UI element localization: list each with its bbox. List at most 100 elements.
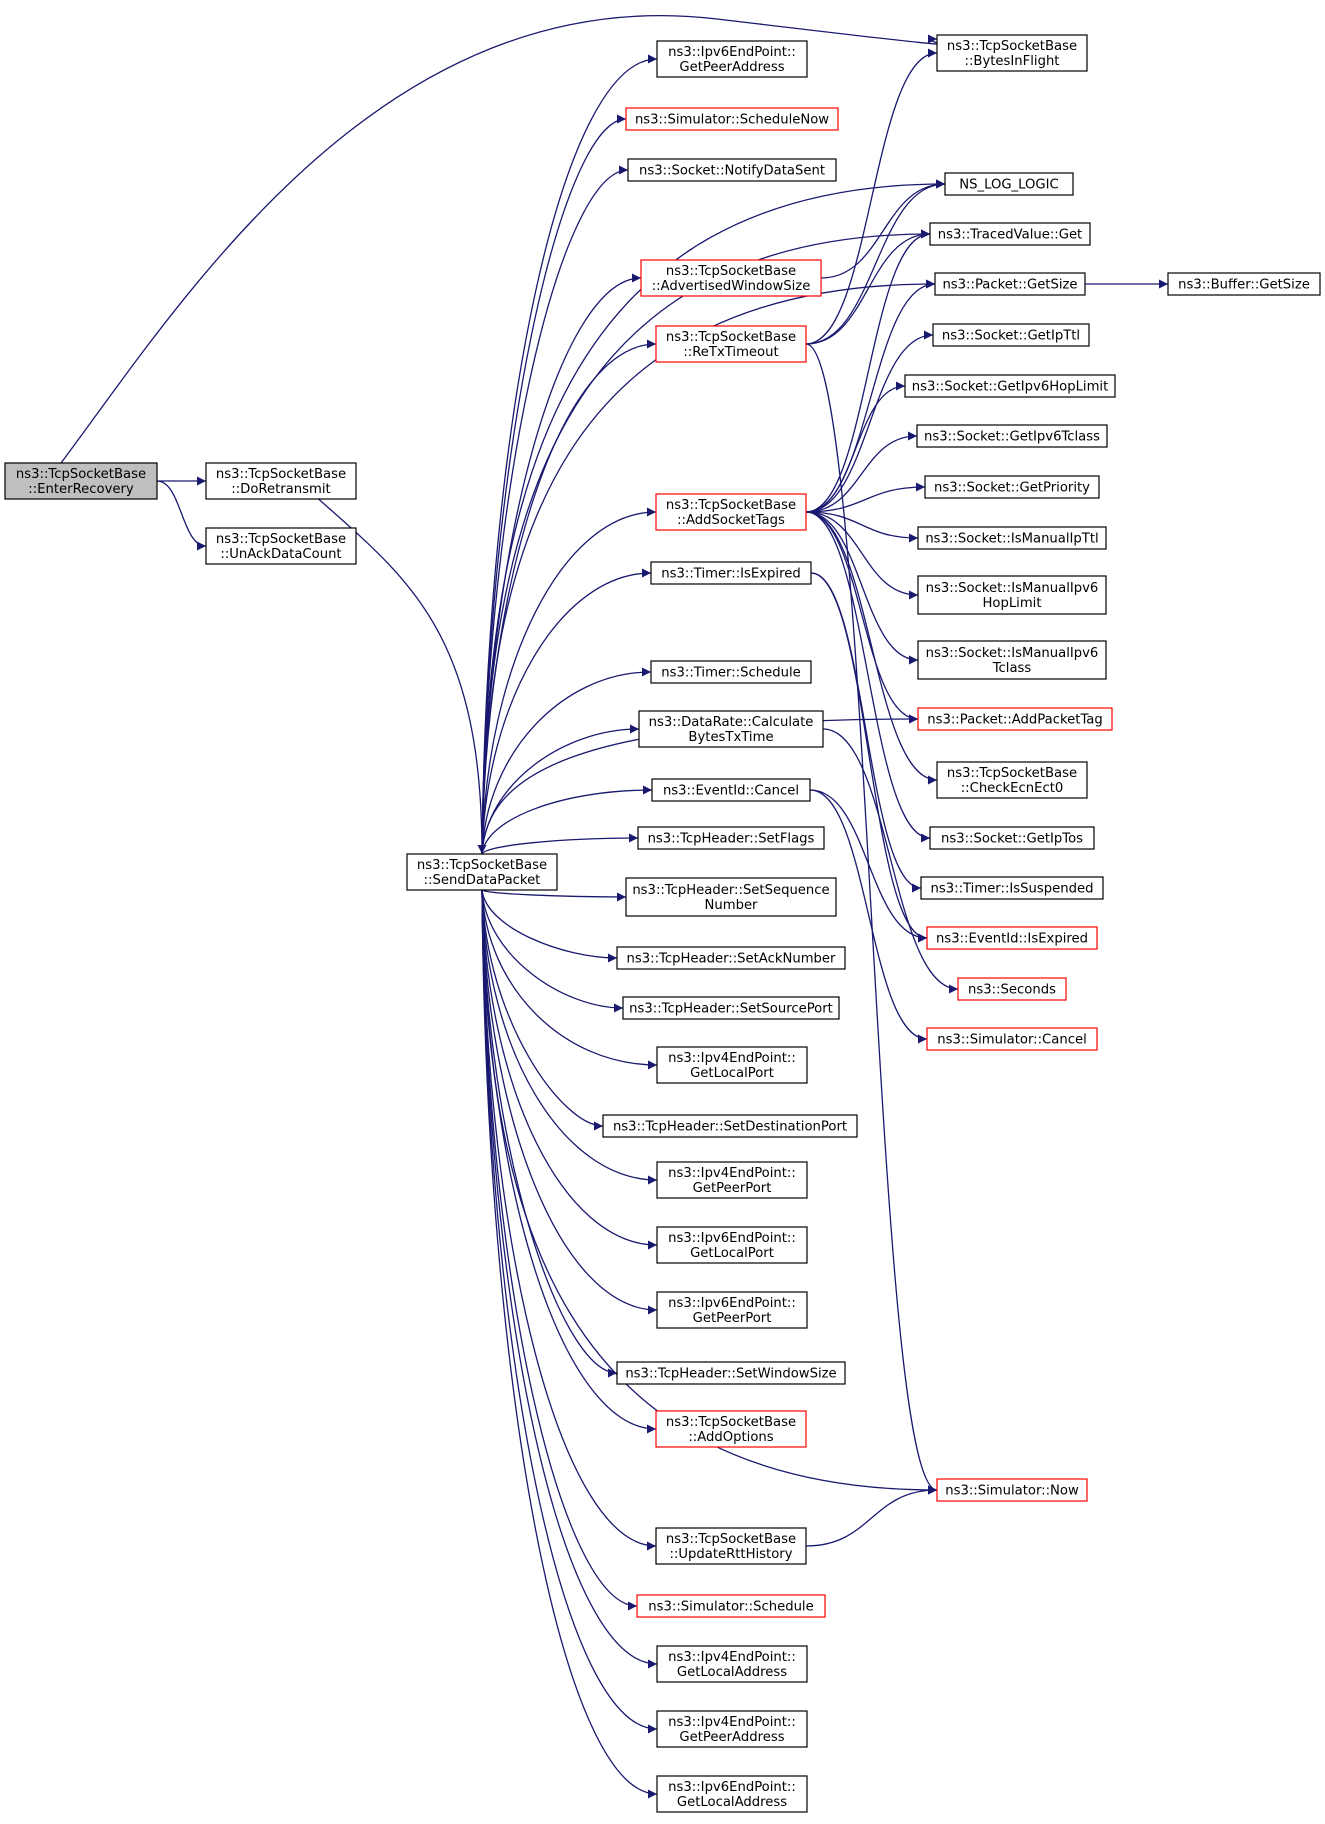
node-add-socket-tags[interactable]: ns3::TcpSocketBase::AddSocketTags bbox=[655, 493, 807, 531]
node-box bbox=[406, 853, 558, 891]
node-un-ack-data-count[interactable]: ns3::TcpSocketBase::UnAckDataCount bbox=[205, 527, 357, 565]
node-label: ns3::Socket::GetIpTos bbox=[941, 832, 1083, 847]
edge-send-data-packet-to-update-rtt-history bbox=[481, 889, 657, 1551]
edge-enter-recovery-to-bytes-in-flight bbox=[60, 15, 940, 464]
node-box bbox=[656, 1710, 808, 1748]
node-check-ecn-ect0[interactable]: ns3::TcpSocketBase::CheckEcnEct0 bbox=[936, 761, 1088, 799]
node-timer-is-expired[interactable]: ns3::Timer::IsExpired bbox=[650, 561, 812, 585]
node-set-flags[interactable]: ns3::TcpHeader::SetFlags bbox=[637, 826, 825, 850]
node-box bbox=[936, 1478, 1088, 1502]
node-box bbox=[904, 374, 1116, 398]
node-label: ns3::TcpHeader::SetDestinationPort bbox=[613, 1120, 847, 1135]
node-is-manual-ip-ttl[interactable]: ns3::Socket::IsManualIpTtl bbox=[917, 526, 1107, 550]
node-get-ip-ttl[interactable]: ns3::Socket::GetIpTtl bbox=[932, 323, 1090, 347]
node-ipv6-get-peer-port[interactable]: ns3::Ipv6EndPoint::GetPeerPort bbox=[656, 1291, 808, 1329]
node-box bbox=[957, 977, 1067, 1001]
node-ipv4-get-peer-port[interactable]: ns3::Ipv4EndPoint::GetPeerPort bbox=[656, 1161, 808, 1199]
node-set-source-port[interactable]: ns3::TcpHeader::SetSourcePort bbox=[622, 996, 840, 1020]
node-label: ns3::Packet::AddPacketTag bbox=[927, 713, 1103, 728]
node-ipv6-get-peer-address[interactable]: ns3::Ipv6EndPoint::GetPeerAddress bbox=[656, 40, 808, 78]
edge-send-data-packet-to-set-sequence-number bbox=[481, 889, 627, 902]
edge-send-data-packet-to-ipv4-get-local-port bbox=[481, 889, 658, 1070]
node-box bbox=[926, 926, 1098, 950]
node-ipv6-get-local-address[interactable]: ns3::Ipv6EndPoint::GetLocalAddress bbox=[656, 1775, 808, 1813]
node-update-rtt-history[interactable]: ns3::TcpSocketBase::UpdateRttHistory bbox=[655, 1527, 807, 1565]
node-label: ns3::TcpSocketBase bbox=[947, 766, 1077, 781]
node-simulator-cancel[interactable]: ns3::Simulator::Cancel bbox=[926, 1027, 1098, 1051]
node-label: ns3::Socket::IsManualIpv6 bbox=[926, 581, 1099, 596]
node-box bbox=[656, 1226, 808, 1264]
node-label: ns3::Seconds bbox=[968, 983, 1056, 998]
node-re-tx-timeout[interactable]: ns3::TcpSocketBase::ReTxTimeout bbox=[655, 325, 807, 363]
node-timer-is-suspended[interactable]: ns3::Timer::IsSuspended bbox=[920, 876, 1104, 900]
node-traced-value-get[interactable]: ns3::TracedValue::Get bbox=[929, 222, 1091, 246]
node-event-id-cancel[interactable]: ns3::EventId::Cancel bbox=[651, 778, 811, 802]
node-ipv6-get-local-port[interactable]: ns3::Ipv6EndPoint::GetLocalPort bbox=[656, 1226, 808, 1264]
node-box bbox=[936, 34, 1088, 72]
node-label: ns3::TcpHeader::SetWindowSize bbox=[625, 1367, 836, 1382]
node-box bbox=[655, 1410, 807, 1448]
node-schedule-now[interactable]: ns3::Simulator::ScheduleNow bbox=[625, 107, 839, 131]
node-get-priority[interactable]: ns3::Socket::GetPriority bbox=[924, 475, 1100, 499]
edge-send-data-packet-to-schedule-now bbox=[481, 114, 627, 855]
node-label: ::CheckEcnEct0 bbox=[961, 781, 1064, 796]
node-label: ns3::Socket::GetPriority bbox=[934, 481, 1090, 496]
node-box bbox=[934, 272, 1086, 296]
node-simulator-schedule[interactable]: ns3::Simulator::Schedule bbox=[636, 1594, 826, 1618]
edge-add-socket-tags-to-is-manual-ipv6-hop-limit bbox=[805, 511, 919, 600]
node-ipv4-get-peer-address[interactable]: ns3::Ipv4EndPoint::GetPeerAddress bbox=[656, 1710, 808, 1748]
node-seconds[interactable]: ns3::Seconds bbox=[957, 977, 1067, 1001]
edge-add-socket-tags-to-packet-get-size bbox=[805, 279, 936, 513]
node-get-ipv6-hop-limit[interactable]: ns3::Socket::GetIpv6HopLimit bbox=[904, 374, 1116, 398]
node-box bbox=[655, 493, 807, 531]
node-label: ::EnterRecovery bbox=[28, 482, 134, 497]
node-box bbox=[944, 172, 1074, 196]
edge-send-data-packet-to-ipv6-get-peer-address bbox=[481, 54, 658, 855]
node-label: ns3::Timer::IsExpired bbox=[661, 567, 800, 582]
node-label: ::BytesInFlight bbox=[965, 54, 1060, 69]
node-packet-get-size[interactable]: ns3::Packet::GetSize bbox=[934, 272, 1086, 296]
node-advertised-window-size[interactable]: ns3::TcpSocketBase::AdvertisedWindowSize bbox=[640, 259, 822, 297]
node-set-ack-number[interactable]: ns3::TcpHeader::SetAckNumber bbox=[616, 946, 846, 970]
node-box bbox=[917, 526, 1107, 550]
edge-send-data-packet-to-ns-log-logic bbox=[481, 179, 946, 855]
node-event-id-is-expired[interactable]: ns3::EventId::IsExpired bbox=[926, 926, 1098, 950]
edge-calculate-bytes-tx-time-to-seconds bbox=[822, 728, 959, 994]
node-add-packet-tag[interactable]: ns3::Packet::AddPacketTag bbox=[917, 707, 1113, 731]
node-ipv4-get-local-port[interactable]: ns3::Ipv4EndPoint::GetLocalPort bbox=[656, 1046, 808, 1084]
node-get-ip-tos[interactable]: ns3::Socket::GetIpTos bbox=[929, 826, 1095, 850]
node-timer-schedule[interactable]: ns3::Timer::Schedule bbox=[650, 660, 812, 684]
node-ipv4-get-local-address[interactable]: ns3::Ipv4EndPoint::GetLocalAddress bbox=[656, 1645, 808, 1683]
node-add-options[interactable]: ns3::TcpSocketBase::AddOptions bbox=[655, 1410, 807, 1448]
node-box bbox=[622, 996, 840, 1020]
node-send-data-packet[interactable]: ns3::TcpSocketBase::SendDataPacket bbox=[406, 853, 558, 891]
edge-send-data-packet-to-notify-data-sent bbox=[481, 165, 629, 855]
edge-send-data-packet-to-simulator-schedule bbox=[481, 889, 638, 1611]
node-box bbox=[205, 462, 357, 500]
node-get-ipv6-tclass[interactable]: ns3::Socket::GetIpv6Tclass bbox=[916, 424, 1108, 448]
node-label: ns3::Socket::IsManualIpv6 bbox=[926, 646, 1099, 661]
node-box bbox=[637, 826, 825, 850]
node-label: ns3::Socket::GetIpTtl bbox=[942, 329, 1080, 344]
node-set-destination-port[interactable]: ns3::TcpHeader::SetDestinationPort bbox=[602, 1114, 858, 1138]
node-do-retransmit[interactable]: ns3::TcpSocketBase::DoRetransmit bbox=[205, 462, 357, 500]
node-set-window-size[interactable]: ns3::TcpHeader::SetWindowSize bbox=[616, 1361, 846, 1385]
node-buffer-get-size[interactable]: ns3::Buffer::GetSize bbox=[1167, 272, 1321, 296]
node-label: GetPeerAddress bbox=[679, 1730, 784, 1745]
node-notify-data-sent[interactable]: ns3::Socket::NotifyDataSent bbox=[627, 158, 837, 182]
node-enter-recovery[interactable]: ns3::TcpSocketBase::EnterRecovery bbox=[4, 462, 158, 500]
node-simulator-now[interactable]: ns3::Simulator::Now bbox=[936, 1478, 1088, 1502]
edge-send-data-packet-to-set-destination-port bbox=[481, 889, 604, 1131]
node-label: BytesTxTime bbox=[688, 730, 773, 745]
node-ns-log-logic[interactable]: NS_LOG_LOGIC bbox=[944, 172, 1074, 196]
node-bytes-in-flight[interactable]: ns3::TcpSocketBase::BytesInFlight bbox=[936, 34, 1088, 72]
node-box bbox=[917, 707, 1113, 731]
node-label: ns3::Ipv4EndPoint:: bbox=[668, 1051, 796, 1066]
node-label: ns3::TcpSocketBase bbox=[666, 330, 796, 345]
node-label: ns3::TcpSocketBase bbox=[417, 858, 547, 873]
